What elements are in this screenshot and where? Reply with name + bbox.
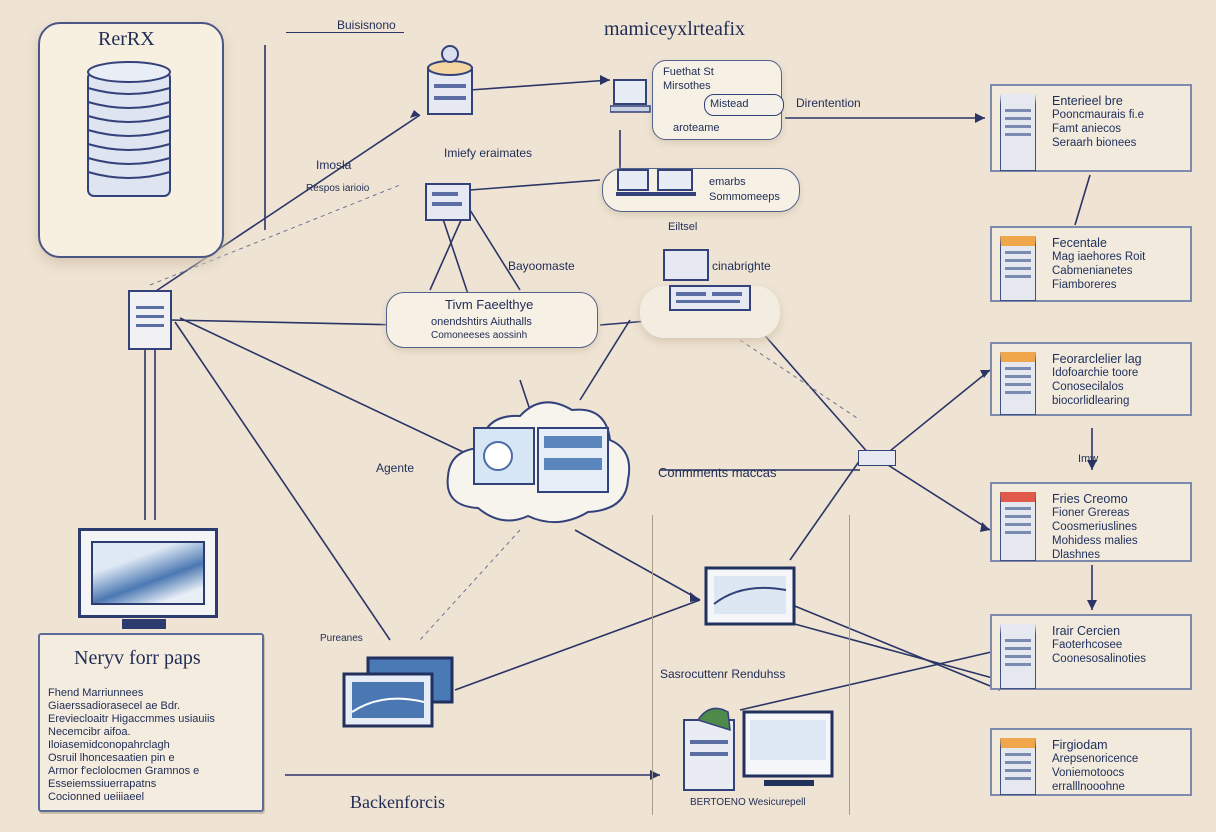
bubble-tivm: Tivm Faeelthye onendshtirs Aiuthalls Com…	[386, 292, 598, 348]
server-node-top-icon	[427, 45, 473, 115]
left-panel-line: Osruil lhoncesaatien pin e	[48, 752, 175, 764]
left-panel-line: Ereviecloaitr Higaccmmes usiauiis	[48, 713, 215, 725]
bubble-fuethat-line2: Mirsothes	[663, 80, 711, 92]
left-monitor-stand	[122, 619, 166, 629]
label-respos: Respos iarioio	[306, 183, 370, 194]
database-stack-icon	[87, 61, 171, 197]
right-card-line: Idofoarchie toore	[1052, 367, 1139, 379]
junction-node	[858, 450, 896, 466]
right-card-title: Feorarclelier lag	[1052, 352, 1142, 366]
right-card-line: Arepsenoricence	[1052, 753, 1139, 765]
label-imw: Imw	[1078, 453, 1099, 465]
bubble-tivm-line2: onendshtirs Aiuthalls	[431, 316, 532, 328]
right-card-title: Irair Cercien	[1052, 624, 1121, 638]
bubble-fuethat-line3: aroteame	[673, 122, 720, 134]
cloud-node-icon	[446, 401, 631, 524]
left-panel-line: Fhend Marriunnees	[48, 687, 144, 699]
mistead-label: Mistead	[710, 98, 749, 110]
diagram-title: mamiceyxlrteafix	[604, 18, 746, 40]
right-card-title: Enterieel bre	[1052, 94, 1123, 108]
left-panel-line: Esseiemssiuerrapatns	[48, 778, 157, 790]
label-mosla: Imosla	[316, 158, 352, 172]
right-card-title: Fecentale	[1052, 236, 1107, 250]
bubble-emarbs-line2: Sommomeeps	[709, 191, 780, 203]
right-card-title: Firgiodam	[1052, 738, 1108, 752]
database-label: RerRX	[98, 28, 155, 50]
bottom-panel-frame	[652, 515, 850, 815]
left-panel-line: Armor f'eclolocmen Gramnos e	[48, 765, 200, 777]
bubble-tivm-title: Tivm Faeelthye	[445, 297, 534, 312]
right-card-line: Voniemotoocs	[1052, 767, 1125, 779]
server-monitor-bottom-icon	[683, 707, 834, 791]
right-card-line: Coonesosalinoties	[1052, 653, 1146, 665]
top-banner-line	[286, 32, 404, 33]
left-panel-line: Cocionned ueiiiaeel	[48, 791, 145, 803]
right-card-line: Pooncmaurais fi.e	[1052, 109, 1145, 121]
right-card-line: Coosmeriuslines	[1052, 521, 1138, 533]
bubble-tivm-line3: Comoneeses aossinh	[431, 330, 528, 341]
left-panel-line: Necemcibr aifoa.	[48, 726, 131, 738]
right-card-line: Seraarh bionees	[1052, 137, 1137, 149]
left-panel-title: Neryv forr paps	[74, 647, 201, 669]
bottom-panel-top-label: Sasrocuttenr Renduhss	[660, 667, 786, 681]
label-cinabrighte: cinabrighte	[712, 259, 771, 273]
document-icon	[1000, 94, 1036, 171]
top-banner-label: Buisisnono	[337, 18, 396, 32]
database-panel: RerRX	[38, 22, 224, 258]
right-card-title: Fries Creomo	[1052, 492, 1128, 506]
left-monitor	[78, 528, 218, 618]
label-direntention: Direntention	[796, 96, 861, 110]
server-cluster-icon	[663, 249, 751, 311]
right-card-line: biocorlidlearing	[1052, 395, 1130, 407]
label-agente: Agente	[376, 461, 415, 475]
right-card-line: Mohidess malies	[1052, 535, 1138, 547]
label-bayoomste: Bayoomaste	[508, 259, 575, 273]
bottom-panel-bottom-label: BERTOENO Wesicurepell	[690, 797, 806, 808]
label-conmments: Conmments maccas	[658, 465, 777, 480]
server-node-mid-icon	[425, 183, 471, 221]
monitor-upper-icon	[704, 566, 796, 626]
label-backenforcis: Backenforcis	[350, 792, 445, 812]
document-icon	[1000, 738, 1036, 795]
laptop-stack-icon	[342, 656, 454, 728]
right-card-line: Fiamboreres	[1052, 279, 1117, 291]
right-card-line: Dlashnes	[1052, 549, 1100, 561]
left-device	[128, 290, 172, 350]
laptop-top-icon	[610, 79, 651, 113]
right-card-line: Mag iaehores Roit	[1052, 251, 1146, 263]
right-card-line: Famt aniecos	[1052, 123, 1122, 135]
left-panel-line: Giaerssadiorasecel ae Bdr.	[48, 700, 181, 712]
right-card-line: Cabmenianetes	[1052, 265, 1133, 277]
laptops-mid-icon	[616, 169, 696, 196]
document-icon	[1000, 236, 1036, 301]
eiltsel-label: Eiltsel	[668, 221, 698, 233]
bubble-fuethat-line1: Fuethat St	[663, 66, 714, 78]
mistead-badge	[704, 94, 784, 116]
right-card-line: erralllnooohne	[1052, 781, 1125, 793]
left-panel-line: Iloiasemidconopahrclagh	[48, 739, 170, 751]
right-card-line: Fioner Grereas	[1052, 507, 1130, 519]
bubble-emarbs-line1: emarbs	[709, 176, 746, 188]
label-pureanes: Pureanes	[320, 633, 363, 644]
document-icon	[1000, 492, 1036, 561]
right-card-line: Faoterhcosee	[1052, 639, 1123, 651]
document-icon	[1000, 624, 1036, 689]
label-kuerfy: Imiefy eraimates	[444, 146, 533, 160]
document-icon	[1000, 352, 1036, 415]
right-card-line: Conosecilalos	[1052, 381, 1124, 393]
